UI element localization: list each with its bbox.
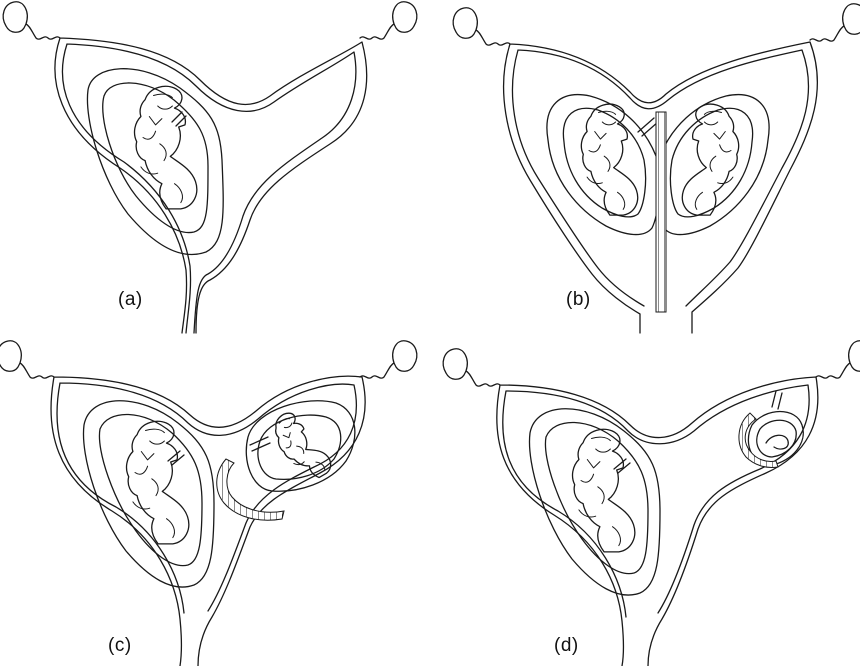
right-ovary	[360, 2, 417, 39]
fetus-a	[135, 86, 197, 209]
panel-a: (a)	[0, 0, 430, 333]
uterus-diagram-c	[0, 333, 430, 666]
placenta-divider	[656, 112, 666, 312]
left-ovary	[453, 8, 510, 45]
uterus-diagram-a	[0, 0, 430, 333]
panel-d: (d)	[430, 333, 860, 666]
uterus-diagram-b	[430, 0, 860, 333]
uterus-outer-wall	[55, 38, 367, 333]
panel-label-c: (c)	[108, 635, 132, 657]
panel-b: (b)	[430, 0, 860, 333]
panel-label-b: (b)	[566, 289, 591, 311]
panel-c: (c)	[0, 333, 430, 666]
panel-label-a: (a)	[118, 289, 143, 311]
uterus-diagram-d	[430, 333, 860, 666]
right-ovary	[810, 4, 860, 41]
panel-label-d: (d)	[554, 635, 579, 657]
left-ovary	[3, 2, 60, 39]
